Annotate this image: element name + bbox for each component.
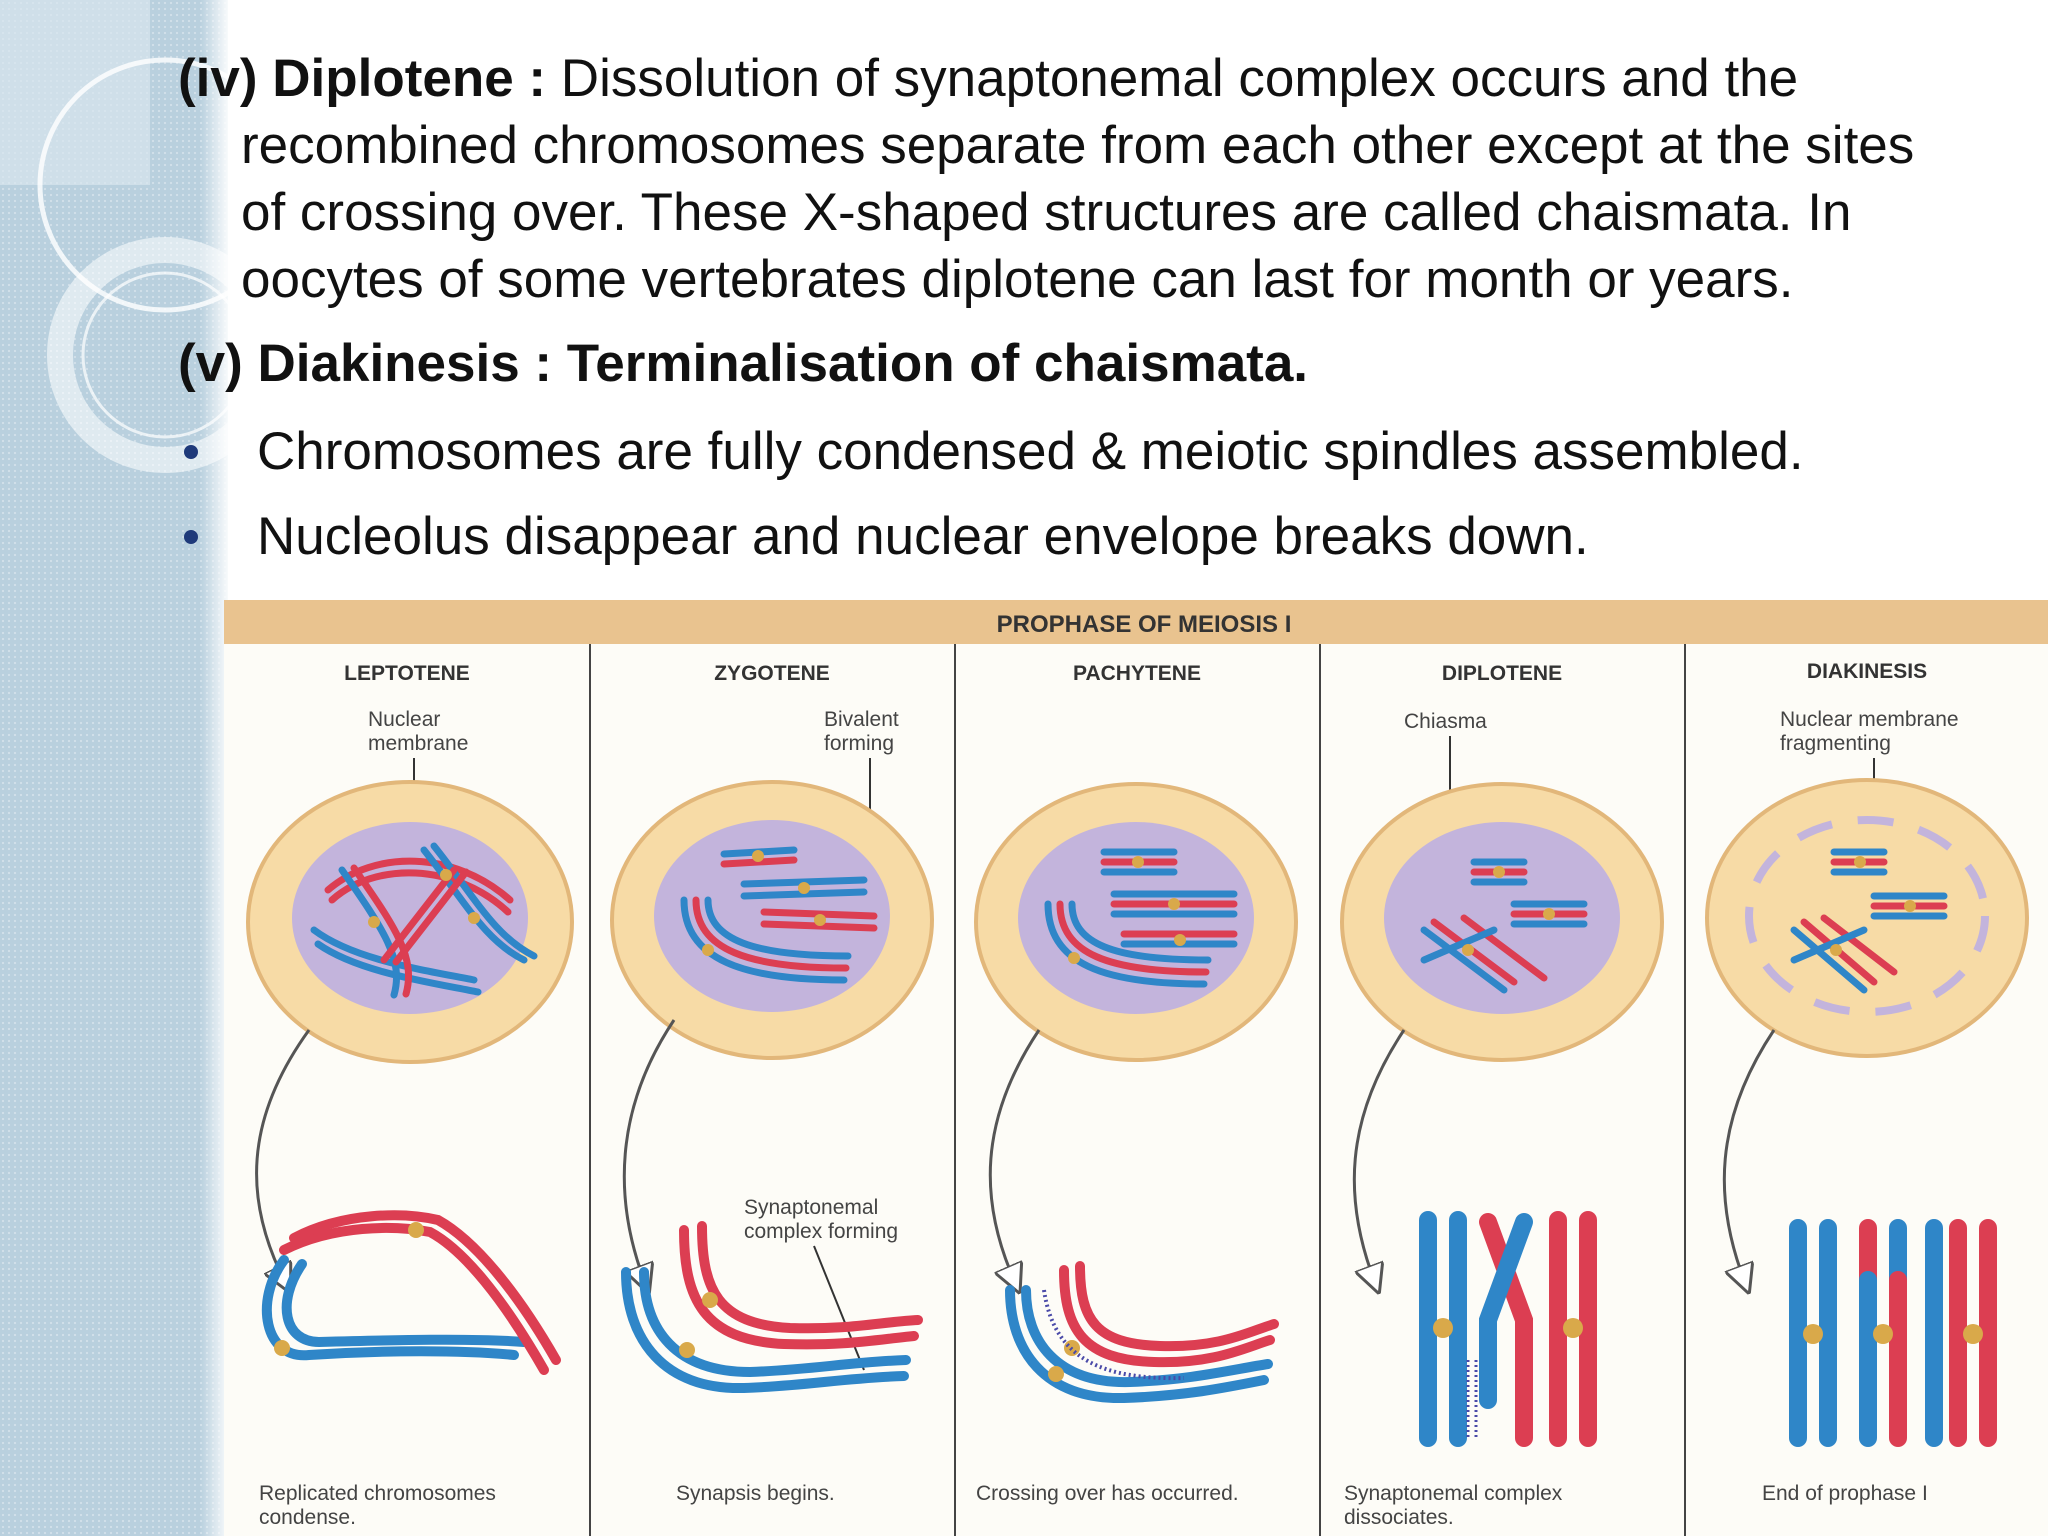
bullet-dot-icon [184, 445, 198, 459]
stage-zygotene: ZYGOTENE Bivalent forming [610, 662, 934, 1505]
bullet-dot-icon [184, 530, 198, 544]
nucleus-icon [1018, 822, 1254, 1014]
bullet-text: Chromosomes are fully condensed & meioti… [257, 422, 1804, 481]
stage-caption: dissociates. [1344, 1506, 1454, 1529]
chromosome-cluster-icon [1790, 848, 1948, 994]
stage-caption: Replicated chromosomes [259, 1482, 496, 1505]
stage-title: ZYGOTENE [714, 662, 830, 685]
figure-header-bar [224, 600, 2048, 644]
nucleus-icon [654, 820, 890, 1012]
chromosome-cluster-icon [1044, 848, 1238, 988]
centromere-icon [1433, 1318, 1453, 1338]
decorative-circles [0, 0, 260, 473]
prophase-figure: PROPHASE OF MEIOSIS I LEPTOTENE Nuclear … [224, 600, 2048, 1536]
diakinesis-heading: (v) Diakinesis : Terminalisation of chai… [178, 330, 2038, 397]
centromere-icon [1963, 1324, 1983, 1344]
chromosome-cluster-icon [310, 842, 538, 999]
centromere-icon [1873, 1324, 1893, 1344]
stage-label: fragmenting [1780, 732, 1891, 755]
stage-label: Nuclear membrane [1780, 708, 1959, 731]
diplotene-text-line2: recombined chromosomes separate from eac… [241, 116, 1915, 175]
stage-caption: Synaptonemal complex [1344, 1482, 1563, 1505]
nucleus-icon [1384, 822, 1620, 1014]
diplotene-text-line4: oocytes of some vertebrates diplotene ca… [241, 250, 1794, 309]
stage-extra-label: complex forming [744, 1220, 898, 1243]
stage-label: forming [824, 732, 894, 755]
synaptonemal-complex-icon [1042, 1289, 1185, 1381]
diplotene-label: (iv) Diplotene : [178, 49, 547, 108]
bullet-text: Nucleolus disappear and nuclear envelope… [257, 507, 1589, 566]
centromere-icon [1563, 1318, 1583, 1338]
leader-line [813, 1245, 865, 1371]
fragmented-nucleus-icon [1745, 816, 1989, 1016]
stage-label: Chiasma [1404, 710, 1487, 733]
figure-title: PROPHASE OF MEIOSIS I [997, 611, 1292, 638]
arrow-icon [622, 1019, 676, 1280]
stage-label: Bivalent [824, 708, 899, 731]
chromosome-detail-icon [261, 1210, 561, 1375]
chromosome-cluster-icon [680, 846, 878, 984]
arrow-icon [1722, 1029, 1776, 1280]
chromosome-cluster-icon [1420, 858, 1588, 994]
stage-diplotene: DIPLOTENE Chiasma [1340, 662, 1664, 1529]
synaptonemal-complex-icon [1466, 1360, 1478, 1440]
slide-text: (iv) Diplotene : Dissolution of synapton… [0, 0, 2048, 590]
chromosome-detail-icon [621, 1221, 923, 1394]
stage-pachytene: PACHYTENE [974, 662, 1298, 1505]
chromosome-detail-icon [1789, 1219, 1997, 1447]
stage-title: DIAKINESIS [1807, 660, 1927, 683]
stage-title: LEPTOTENE [344, 662, 470, 685]
diplotene-text-line1: Dissolution of synaptonemal complex occu… [560, 49, 1799, 108]
stage-title: PACHYTENE [1073, 662, 1201, 685]
stage-label: Nuclear [368, 708, 440, 731]
stage-leptotene: LEPTOTENE Nuclear membrane [246, 662, 574, 1529]
stage-diakinesis: DIAKINESIS Nuclear membrane fragmenting [1705, 660, 2029, 1505]
arrow-icon [1352, 1029, 1406, 1280]
diplotene-text-line3: of crossing over. These X-shaped structu… [241, 183, 1852, 242]
diplotene-paragraph: (iv) Diplotene : Dissolution of synapton… [178, 45, 2038, 313]
stage-caption: End of prophase I [1762, 1482, 1928, 1505]
chromosome-detail-icon [1005, 1261, 1279, 1404]
diakinesis-label: (v) Diakinesis : Terminalisation of chai… [178, 334, 1309, 393]
stage-caption: condense. [259, 1506, 356, 1529]
prophase-diagram: PROPHASE OF MEIOSIS I LEPTOTENE Nuclear … [224, 600, 2048, 1536]
stage-caption: Crossing over has occurred. [976, 1482, 1239, 1505]
arrow-icon [255, 1029, 311, 1280]
stage-extra-label: Synaptonemal [744, 1196, 878, 1219]
centromere-icon [1803, 1324, 1823, 1344]
stage-caption: Synapsis begins. [676, 1482, 835, 1505]
arrow-icon [988, 1029, 1041, 1280]
stage-title: DIPLOTENE [1442, 662, 1562, 685]
stage-label: membrane [368, 732, 468, 755]
chromosome-detail-icon [1419, 1211, 1597, 1447]
